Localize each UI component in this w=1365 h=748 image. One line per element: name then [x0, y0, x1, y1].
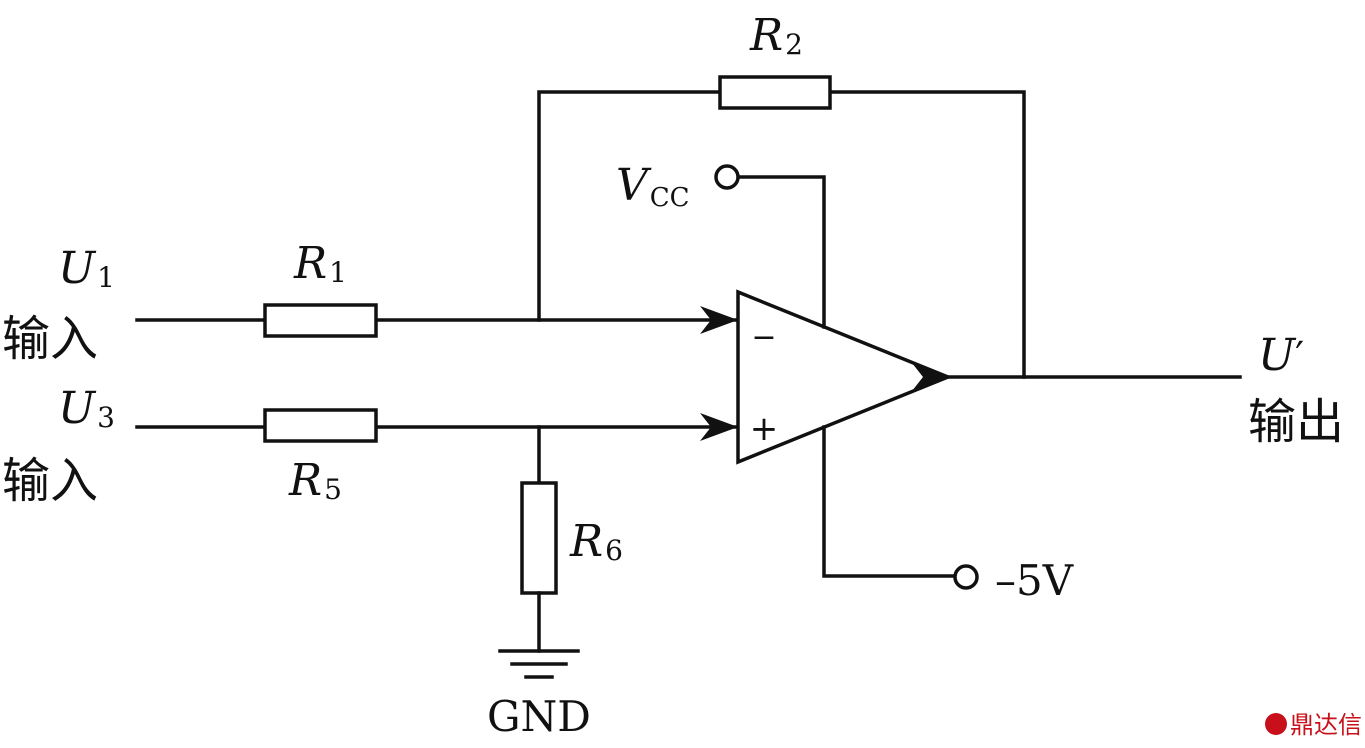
- arrow-noninverting: [700, 413, 738, 441]
- noninverting-symbol: +: [750, 409, 779, 449]
- inverting-symbol: −: [751, 320, 776, 355]
- label-r2: R2: [749, 10, 803, 61]
- label-input-3: 输入: [2, 453, 98, 509]
- label-gnd: GND: [487, 692, 591, 741]
- input-line-u1: [135, 306, 738, 334]
- label-r5: R5: [288, 455, 342, 506]
- r6-branch: [520, 425, 558, 653]
- watermark-text: 鼎达信: [1290, 711, 1362, 739]
- vcc-supply-line: [714, 164, 826, 329]
- resistor-r2: [718, 75, 832, 110]
- arrow-inverting: [700, 306, 738, 334]
- vcc-terminal: [714, 164, 740, 190]
- resistor-r5: [263, 408, 378, 443]
- label-output: 输出: [1248, 394, 1344, 450]
- label-r6: R6: [569, 516, 623, 567]
- resistor-r6: [520, 481, 558, 595]
- label-input-1: 输入: [2, 311, 98, 367]
- label-u1: U1: [58, 243, 115, 294]
- negative-supply-terminal: [953, 564, 979, 590]
- output-arrow: [912, 363, 950, 391]
- label-r1: R1: [293, 238, 347, 289]
- label-u-prime: U′: [1258, 330, 1304, 381]
- input-line-u3: [135, 413, 738, 441]
- label-u3: U3: [58, 383, 115, 434]
- feedback-loop: [537, 90, 1026, 379]
- opamp-triangle: [736, 289, 953, 465]
- output-line: [912, 363, 1242, 391]
- label-negative-supply: –5V: [995, 556, 1074, 605]
- resistor-r1: [263, 303, 378, 338]
- watermark-logo-icon: [1265, 713, 1287, 735]
- label-vcc: VCC: [616, 160, 690, 213]
- negative-supply-line: [822, 425, 979, 590]
- watermark: 鼎达信: [1265, 711, 1362, 739]
- ground-symbol: [498, 649, 580, 679]
